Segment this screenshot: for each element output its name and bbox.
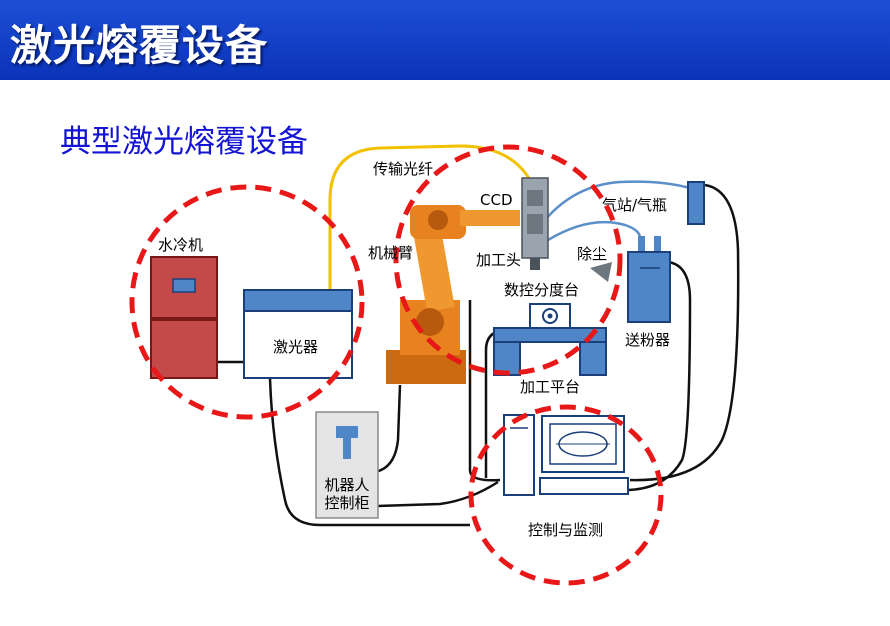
control-station: [503, 414, 629, 496]
laser-source: [243, 289, 353, 379]
gas-bottle: [687, 181, 705, 225]
label-robot-cabinet: 机器人 控制柜: [324, 476, 370, 512]
label-head: 加工头: [476, 251, 522, 269]
work-platform: [493, 327, 607, 376]
dust-nozzle: [590, 262, 612, 282]
page-title: 激光熔覆设备: [10, 21, 269, 70]
label-control: 控制与监测: [528, 521, 604, 539]
label-fiber: 传输光纤: [373, 160, 434, 178]
label-laser: 激光器: [273, 338, 319, 356]
label-ccd: CCD: [480, 191, 513, 209]
robot-controller-cabinet: [315, 411, 379, 519]
robot-arm: [386, 205, 520, 384]
diagram-subtitle: 典型激光熔覆设备: [60, 124, 308, 160]
highlight-circles: [129, 144, 664, 586]
label-gas: 气站/气瓶: [602, 196, 668, 214]
label-dust: 除尘: [577, 245, 608, 263]
gas-lines: [544, 180, 691, 242]
label-work-platform: 加工平台: [520, 378, 581, 396]
title-bar: 激光熔覆设备: [0, 0, 890, 80]
fiber-cable: [328, 144, 532, 290]
label-chiller: 水冷机: [158, 236, 204, 254]
processing-head: [521, 177, 549, 270]
label-robot-arm: 机械臂: [368, 244, 414, 262]
label-powder-feeder: 送粉器: [625, 331, 671, 349]
water-chiller: [150, 256, 218, 379]
label-indexing-table: 数控分度台: [504, 281, 580, 299]
indexing-table: [529, 303, 571, 329]
powder-feeder: [627, 236, 671, 323]
